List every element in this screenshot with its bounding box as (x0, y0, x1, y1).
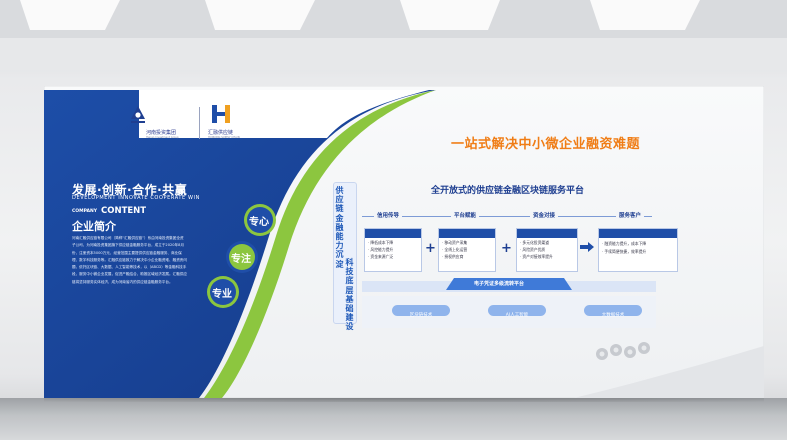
box-line: · 移动资产采集 (442, 240, 468, 245)
box-line: · 手续简便快捷，效率提升 (602, 249, 647, 254)
content-label: CONTENT (101, 206, 147, 216)
box-line: · 融资能力提升，成本下降 (602, 241, 647, 246)
box-line: · 风控能力提升 (368, 247, 394, 252)
box-line: · 降低成本下降 (368, 240, 394, 245)
intro-title: 企业简介 (72, 220, 116, 233)
slogan-chinese: 发展·创新·合作·共赢 (72, 183, 188, 197)
logo-divider (199, 107, 200, 139)
platform-title: 全开放式的供应链金融区块链服务平台 (431, 186, 585, 196)
box-title: 核心企业 (368, 240, 391, 246)
box-title: 资金方 (520, 240, 537, 246)
plus-sign-2: + (501, 241, 512, 256)
pill-blockchain: 区块链技术 (392, 305, 450, 318)
company-label: COMPANY (72, 209, 97, 214)
headline: 一站式解决中小微企业融资难题 (451, 137, 641, 152)
decorative-mark-icon (596, 342, 650, 360)
stage-label-1: 信用传导 (374, 211, 403, 219)
circle-badge-2 (226, 241, 258, 273)
box-funder: 资金方 · 多元化投资渠道 · 风险资产优质 · 资产对接效率提升 (516, 228, 578, 272)
intro-paragraph: 河南汇融供应链有限公司（简称“汇融供应链”）系由河南投资集团全资子公司，为河南投… (72, 236, 187, 284)
logo1-english-name: Henan Investment Group (146, 136, 179, 139)
logo2-chinese-name: 汇融供应链 (208, 130, 234, 136)
plus-sign-1: + (425, 241, 436, 256)
pill-ai: AI人工智能 (488, 305, 546, 318)
vertical-text-left: 供应链金融能力沉淀 (335, 186, 344, 269)
stage-line (362, 216, 652, 217)
huirong-logo-icon (212, 105, 230, 123)
vertical-text-right: 科技底层基础建设 (345, 258, 354, 332)
stage-label-2: 平台赋能 (451, 211, 480, 219)
vertical-panel (333, 182, 357, 324)
circle-badge-1 (244, 204, 276, 236)
box-line: · 风险资产优质 (520, 247, 546, 252)
middle-bar-shape (362, 278, 656, 292)
circle-label-1: 专心 (249, 217, 269, 228)
logo1-chinese-name: 河南投资集团 (146, 130, 177, 136)
box-core-enterprise: 核心企业 · 降低成本下降 · 风控能力提升 · 资金来源广泛 (364, 228, 422, 272)
logo2-english-name: HUIRONG SUPPLY CHAIN (208, 136, 240, 139)
slogan-english: DEVELOPMENT INNOVATE COOPERATE WIN (72, 195, 200, 201)
arrow-right-icon (580, 242, 594, 252)
box-line: · 资金来源广泛 (368, 254, 394, 259)
box-line: · 全线上化运营 (442, 247, 468, 252)
middle-bar-text: 电子凭证多级流转平台 (474, 281, 525, 287)
box-line: · 授权供应商 (442, 254, 464, 259)
circle-label-3: 专业 (212, 289, 232, 300)
box-line: · 资产对接效率提升 (520, 254, 553, 259)
henan-investment-logo-icon (131, 106, 145, 123)
box-line: · 多元化投资渠道 (520, 240, 549, 245)
stage-label-3: 资金对接 (530, 211, 559, 219)
stage-label-4: 服务客户 (616, 211, 645, 219)
pill-text: 大数据技术 (601, 313, 625, 318)
floor (0, 398, 787, 440)
ceiling-lights (0, 0, 787, 70)
box-title: 供应商 (602, 240, 619, 246)
pill-text: 区块链技术 (409, 313, 433, 318)
box-circulation-platform: 流转平台 · 移动资产采集 · 全线上化运营 · 授权供应商 (438, 228, 496, 272)
box-supplier: 供应商 · 融资能力提升，成本下降 · 手续简便快捷，效率提升 (598, 228, 678, 272)
box-title: 流转平台 (442, 240, 465, 246)
circle-badge-3 (207, 276, 239, 308)
pill-big-data: 大数据技术 (584, 305, 642, 318)
circle-label-2: 专注 (231, 254, 251, 265)
pill-text: AI人工智能 (505, 313, 529, 318)
